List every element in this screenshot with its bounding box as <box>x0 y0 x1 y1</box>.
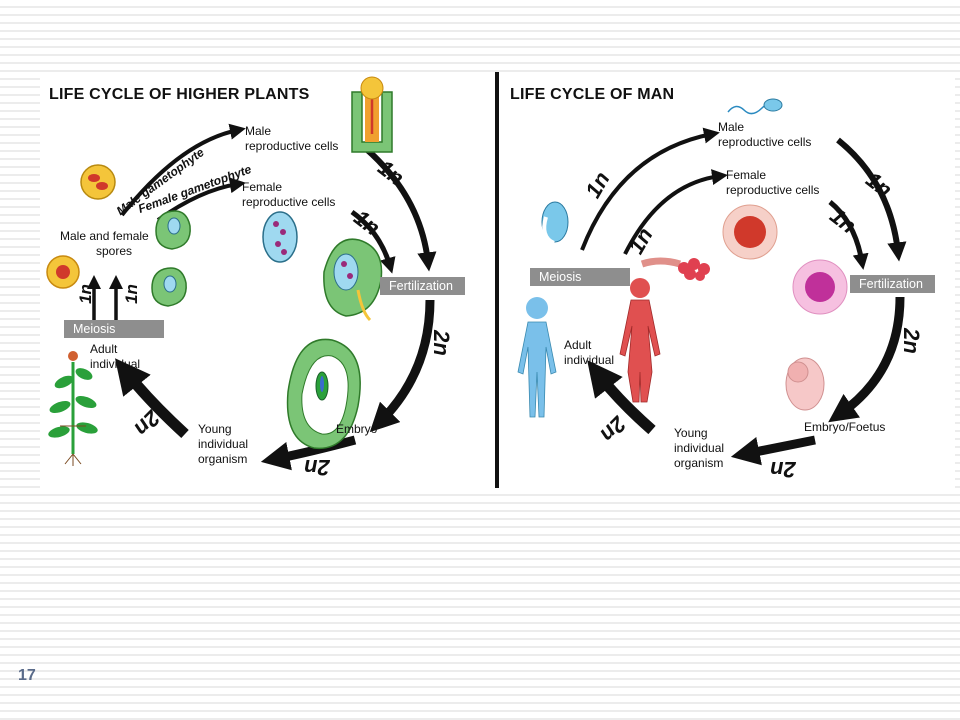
ovule-icon-2 <box>151 267 187 307</box>
pollen-grain-icon <box>80 164 116 200</box>
man-arrow-female-to-fertilization <box>828 200 869 270</box>
man-embryo-label: Embryo/Foetus <box>804 420 886 434</box>
man-meiosis-box: Meiosis <box>530 268 630 286</box>
man-fertilization-box: Fertilization <box>850 275 935 293</box>
plants-meiosis-box: Meiosis <box>64 320 164 338</box>
man-arrow-female <box>623 169 728 255</box>
egg-cell-icon <box>722 204 778 260</box>
plants-ploidy-2n-bottom: 2n <box>304 455 330 480</box>
panel-divider <box>495 72 499 488</box>
man-arrow-fertilization-to-embryo <box>828 296 905 423</box>
plant-arrow-male-gametophyte <box>120 123 246 217</box>
plants-panel-title: LIFE CYCLE OF HIGHER PLANTS <box>49 86 310 103</box>
cycle-arrows-and-illustrations <box>46 76 907 471</box>
man-arrow-young-to-adult <box>587 360 656 435</box>
man-panel-title: LIFE CYCLE OF MAN <box>510 86 675 103</box>
ovary-icon <box>640 257 710 281</box>
man-arrow-male <box>580 127 720 251</box>
adult-man-icon <box>517 297 557 418</box>
plant-arrow-young-to-adult <box>115 358 189 439</box>
plants-fertilization-box: Fertilization <box>380 277 465 295</box>
zygote-icon <box>792 259 848 315</box>
seed-embryo-icon <box>286 338 361 450</box>
testis-icon <box>541 201 569 245</box>
plants-embryo-label: Embryo <box>336 422 378 436</box>
plant-arrow-male-to-fertilization <box>356 139 437 272</box>
plant-arrow-fertilization-to-embryo <box>369 299 435 433</box>
microspore-icon <box>46 255 80 289</box>
adult-woman-icon <box>619 278 661 403</box>
fetus-icon <box>785 357 825 411</box>
man-arrow-embryo-to-young <box>730 435 816 466</box>
man-ploidy-2n-bottom: 2n <box>770 457 796 482</box>
embryo-sac-icon <box>262 211 298 263</box>
slide-number: 17 <box>18 667 36 684</box>
adult-plant-icon <box>48 351 98 466</box>
pistil-icon <box>351 76 393 153</box>
man-arrow-male-to-fertilization <box>836 137 907 262</box>
man-ploidy-2n-right: 2n <box>898 328 924 354</box>
plant-arrow-embryo-to-young <box>260 435 357 471</box>
ovule-icon-1 <box>155 210 191 250</box>
plants-ploidy-2n-right: 2n <box>428 330 454 356</box>
fertilized-ovule-icon <box>323 238 383 322</box>
sperm-icon <box>727 98 783 115</box>
plant-arrow-female-to-fertilization <box>350 209 396 274</box>
plants-ploidy-1n-spore-left: 1n <box>75 284 95 304</box>
plants-ploidy-1n-spore-right: 1n <box>121 284 141 304</box>
life-cycle-figure: LIFE CYCLE OF HIGHER PLANTS Male gametop… <box>40 72 955 488</box>
